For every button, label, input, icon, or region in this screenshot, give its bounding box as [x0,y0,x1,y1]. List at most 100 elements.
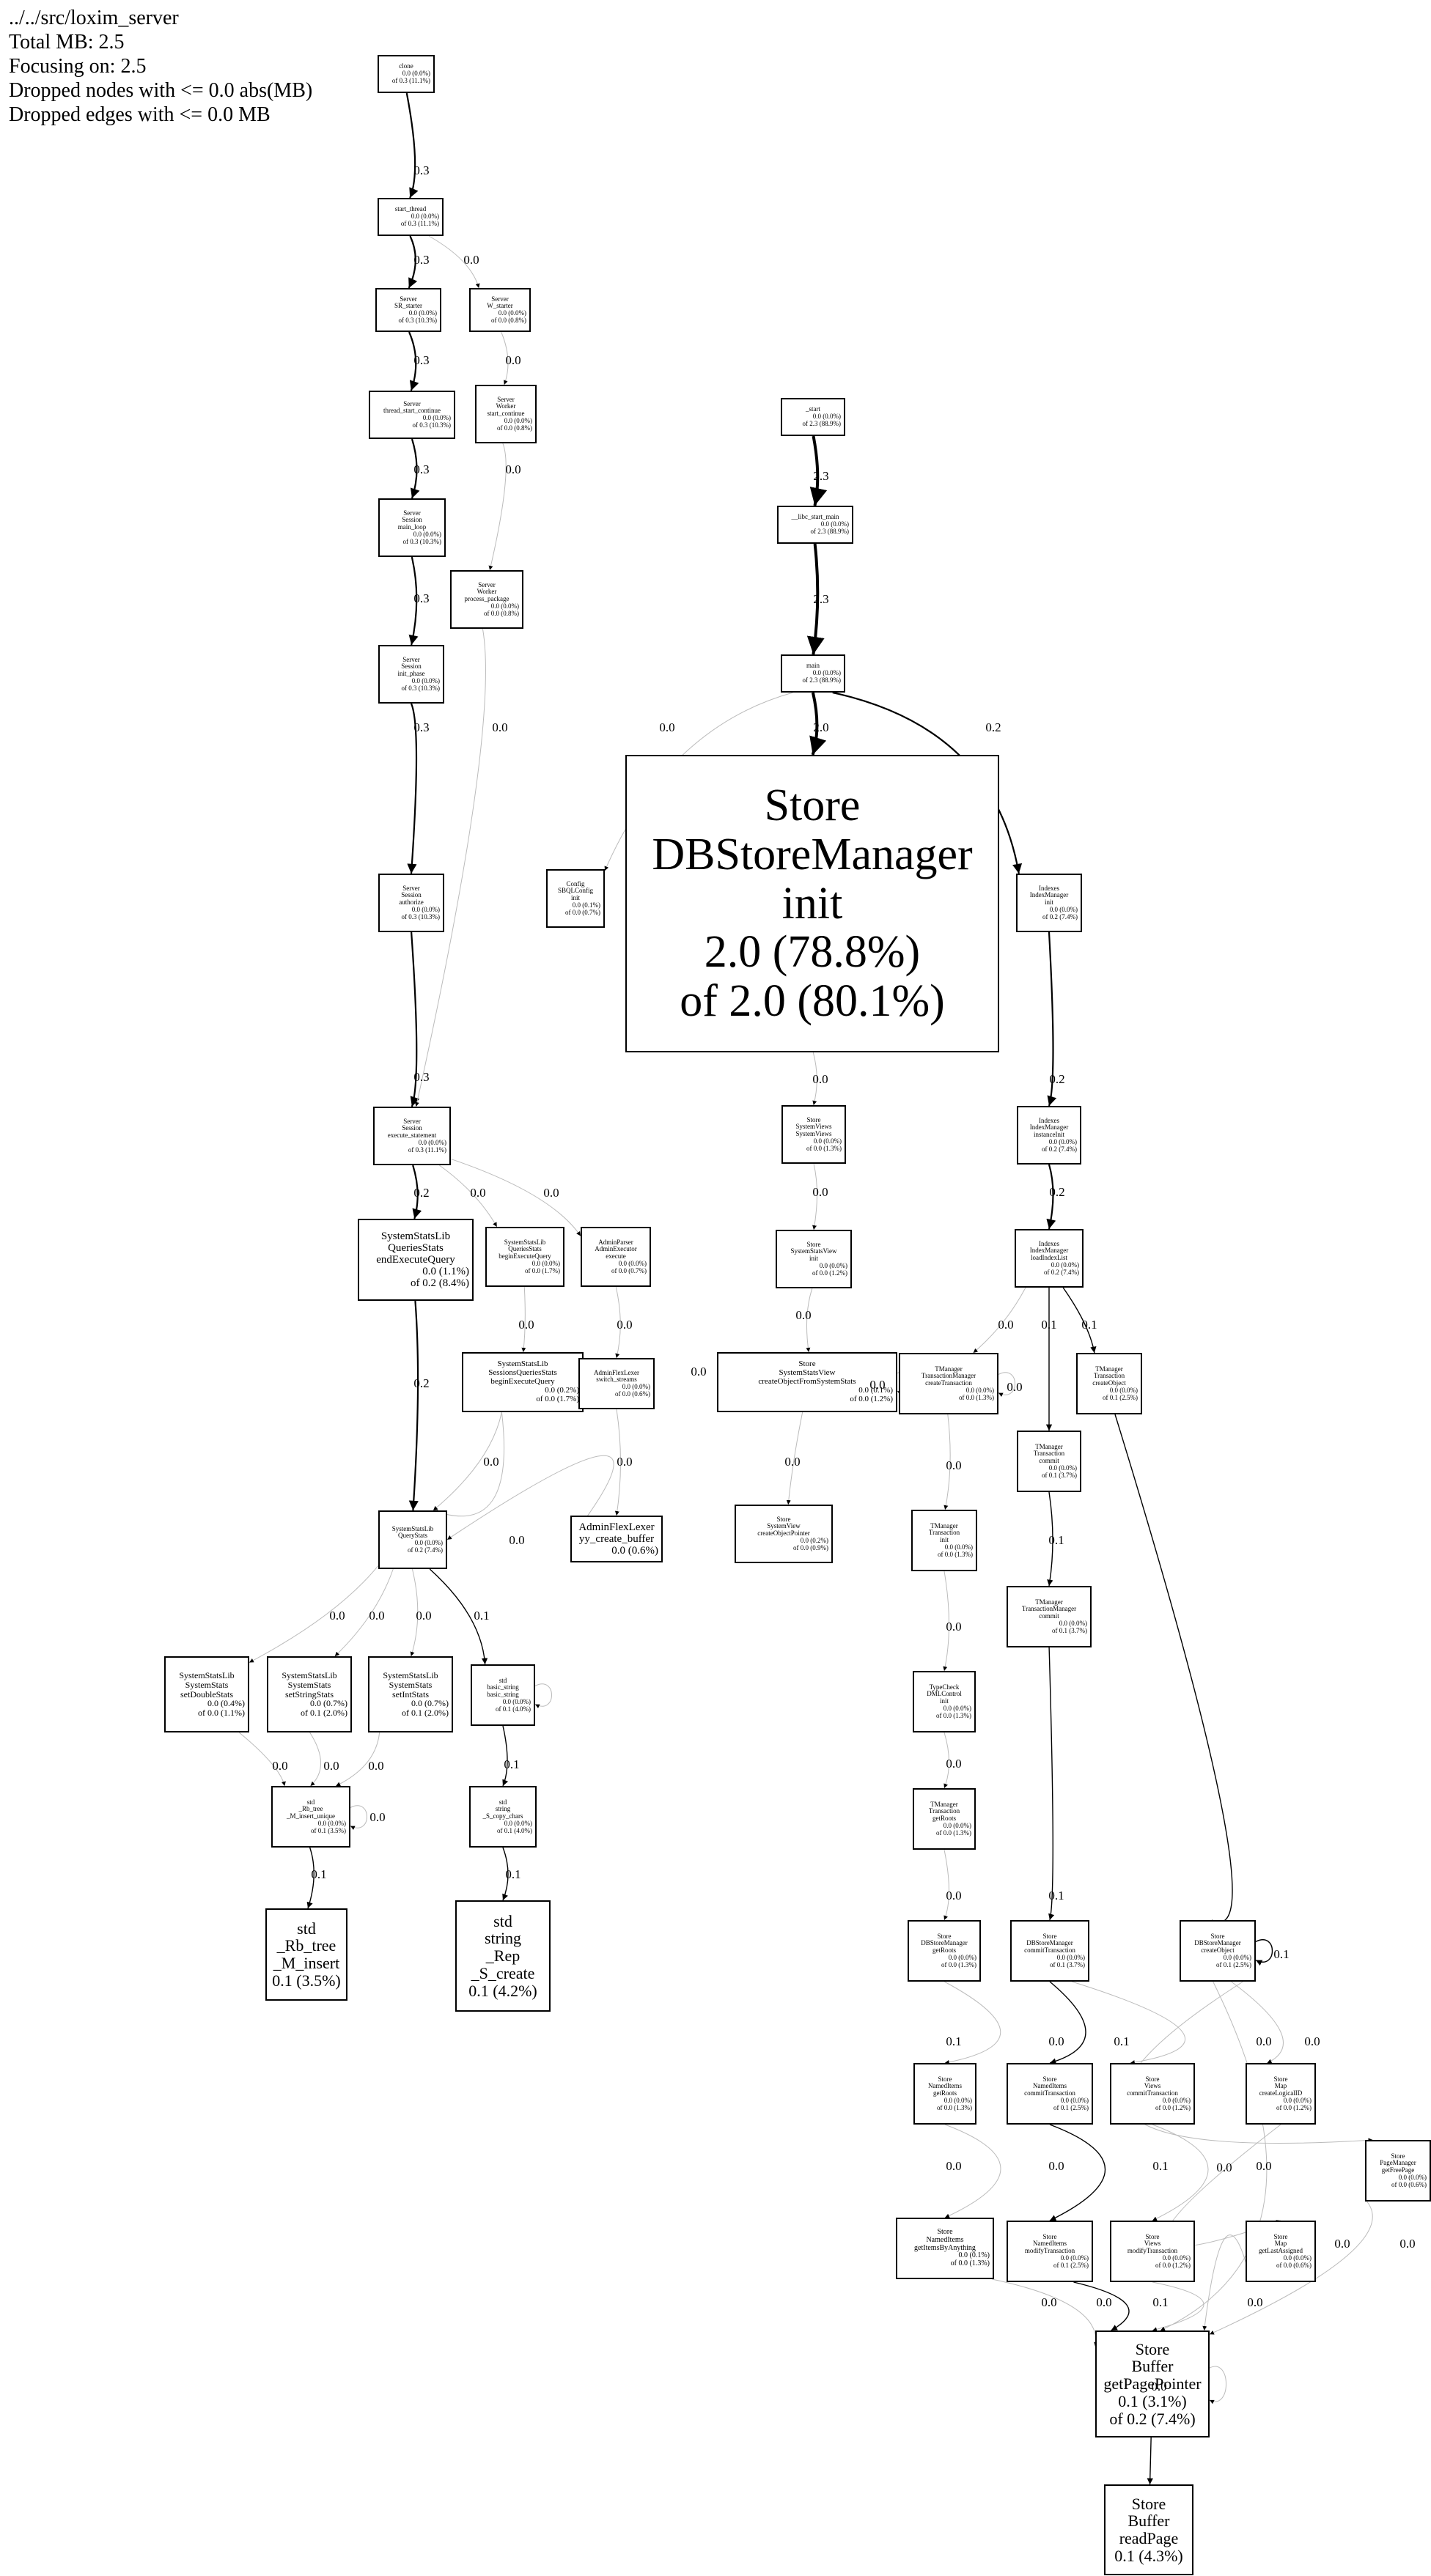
node-line: 0.0 (0.0%) [1048,1464,1077,1472]
node-line: of 0.2 (7.4%) [1044,1268,1079,1276]
edge-label: 0.0 [946,1757,962,1771]
node-line: 0.0 (0.0%) [943,2096,972,2104]
node-line: Store [1042,1932,1057,1940]
graph-edge-querystats-to-set-double-stats [249,1565,379,1663]
node-line: 0.0 (0.0%) [812,413,841,421]
node-line: getRoots [932,1815,956,1823]
edge-label: 0.0 [659,720,675,734]
node-line: of 0.0 (1.3%) [938,1550,973,1558]
node-line: of 0.3 (10.3%) [402,537,442,545]
node-line: getFreePage [1381,2166,1415,2174]
edge-label: 0.1 [311,1867,327,1881]
node-line: std [499,1676,507,1684]
edge-label: 0.3 [413,353,430,367]
node-line: of 0.0 (0.6%) [615,1390,650,1398]
node-line: TransactionManager [1021,1605,1077,1613]
graph-edge-systemviews-systemviews-to-systemstatsview-init [812,1163,817,1230]
node-line: std [493,1911,512,1930]
graph-edge-sr-starter-to-thread-start-continue [408,331,419,391]
node-line: SystemStatsLib [380,1230,451,1242]
node-line: 0.0 (0.0%) [943,1821,971,1829]
node-line: Store [938,2075,952,2083]
node-line: of 0.1 (2.5%) [1053,2261,1089,2269]
node-line: 0.0 (0.0%) [965,1386,994,1394]
node-line: of 0.0 (1.3%) [806,1144,842,1152]
node-line: of 0.3 (11.1%) [391,76,430,84]
node-line: string [484,1929,522,1948]
edge-label: 0.0 [1151,2380,1167,2394]
node-line: of 0.3 (10.3%) [401,912,441,920]
edge-label: 0.0 [946,2159,962,2173]
graph-edge-nameditems-modify-to-buffer-getpagepointer [1073,2281,1130,2331]
node-line: TManager [930,1800,958,1808]
edge-label: 0.3 [413,591,430,605]
node-line: getRoots [932,2089,957,2097]
node-line: SystemStats [287,1679,331,1690]
node-line: Map [1274,2240,1287,2248]
node-line: Store [1042,2075,1057,2083]
node-line: 0.0 (0.0%) [1162,2096,1191,2104]
graph-edge-transaction-getroots-to-dbstoremanager-getroots [943,1849,949,1921]
graph-edge-begin-execute-query-to-sessionsqueries-begin [521,1286,526,1353]
node-line: _Rb_tree [276,1936,336,1955]
edge-label: 0.0 [1048,2034,1064,2048]
graph-edge-sessionsqueries-begin-to-querystats [433,1411,502,1511]
node-line: of 0.0 (0.7%) [611,1266,647,1274]
node-line: Session [401,663,422,671]
edge-label: 0.0 [368,1759,384,1773]
node-line: 0.0 (0.0%) [813,1137,842,1145]
node-line: 0.0 (0.0%) [414,1539,443,1546]
node-line: std [297,1919,316,1938]
node-line: DBStoreManager [652,829,973,879]
node-line: _start [806,405,820,413]
node-line: Config [566,879,585,887]
edge-label: 0.0 [272,1759,288,1773]
node-line: of 0.1 (2.0%) [301,1708,347,1719]
node-line: SystemStatsLib [391,1524,434,1532]
node-line: 0.0 (0.0%) [1060,2096,1089,2104]
edge-label: 0.1 [1152,2159,1169,2173]
node-line: _M_insert [273,1954,340,1972]
graph-edge-thread-start-continue-to-session-main-loop [410,438,420,499]
node-line: 0.0 (0.7%) [310,1698,347,1709]
node-line: 0.1 (4.2%) [468,1981,537,2000]
node-line: 0.0 (0.0%) [1048,1137,1077,1145]
node-line: commit [1039,1457,1059,1465]
node-line: of 0.1 (2.5%) [1103,1393,1138,1401]
node-line: 2.0 (78.8%) [704,927,921,978]
node-line: Server [497,395,515,403]
graph-edge-dbstoremanager-getroots-to-nameditems-getroots [943,1981,1001,2064]
edge-label: 0.0 [1041,2295,1057,2309]
node-line: init [570,894,580,902]
graph-edge-create-transaction-to-create-transaction [998,1372,1015,1397]
node-line: 0.0 (0.0%) [1223,1953,1251,1961]
node-line: of 0.0 (1.3%) [936,1828,971,1837]
edge-label: 0.0 [1334,2237,1350,2251]
node-line: of 0.0 (1.3%) [941,1960,976,1968]
node-line: Server [403,509,421,517]
node-line: 0.0 (0.0%) [943,1704,971,1712]
node-line: AdminFlexLexer [578,1521,655,1533]
node-line: Indexes [1039,1116,1059,1124]
node-line: IndexManager [1029,891,1069,899]
node-line: Store [937,1932,952,1940]
node-line: 0.0 (0.0%) [504,1819,532,1827]
header-dropped-edges: Dropped edges with <= 0.0 MB [9,103,271,126]
graph-edge-basic-string-to-basic-string [534,1683,552,1708]
